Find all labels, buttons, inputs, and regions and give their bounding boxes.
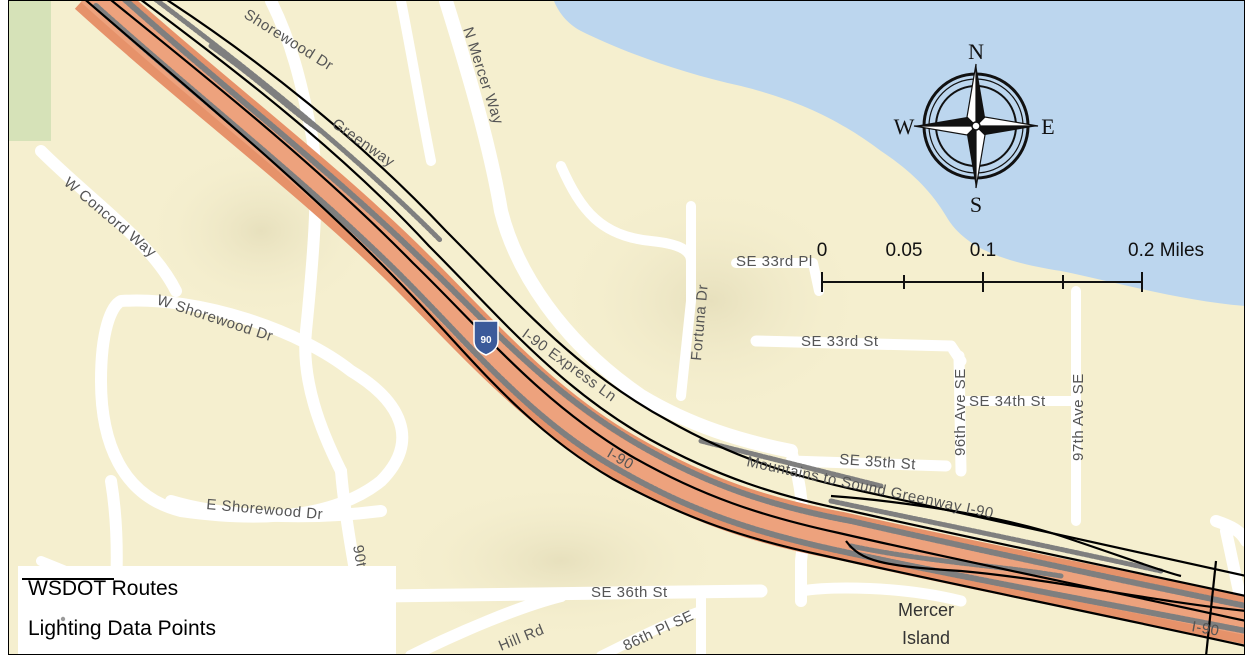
shield-number: 90 — [480, 335, 492, 346]
compass-south: S — [970, 192, 982, 217]
park-area — [9, 1, 51, 141]
compass-north: N — [968, 39, 984, 64]
label-97th-ave-se: 97th Ave SE — [1070, 373, 1087, 461]
map-canvas: 90 Shorewood Dr N Mercer Way W Concord W… — [9, 1, 1244, 654]
compass-east: E — [1041, 114, 1054, 139]
label-i90-right: I-90 — [1190, 618, 1220, 640]
scale-tick-0: 0 — [817, 240, 828, 261]
label-96th-ave-se: 96th Ave SE — [952, 368, 969, 456]
label-se-33rd-st: SE 33rd St — [801, 333, 879, 350]
label-fortuna-dr: Fortuna Dr — [688, 283, 712, 361]
map-legend: WSDOT Routes Lighting Data Points — [18, 566, 396, 654]
compass-west: W — [894, 114, 915, 139]
scale-tick-1: 0.05 — [886, 240, 923, 261]
route-line-symbol — [22, 578, 114, 580]
legend-label-points: Lighting Data Points — [28, 617, 216, 640]
legend-row-routes: WSDOT Routes — [18, 569, 178, 609]
lake-water — [554, 1, 1244, 306]
map-view[interactable]: 90 Shorewood Dr N Mercer Way W Concord W… — [8, 0, 1245, 655]
compass-rose: N S E W — [894, 39, 1055, 217]
legend-row-points: Lighting Data Points — [18, 609, 216, 649]
place-label-line2: Island — [902, 628, 950, 648]
data-point-symbol — [60, 616, 66, 622]
label-se-33rd-pl: SE 33rd Pl — [736, 253, 813, 270]
wsdot-routes — [85, 1, 1244, 654]
label-se-34th-st: SE 34th St — [969, 393, 1046, 410]
label-se-35th-st: SE 35th St — [839, 451, 917, 473]
label-se-36th-st: SE 36th St — [591, 584, 668, 601]
scale-tick-2: 0.1 — [970, 240, 996, 261]
street-network — [35, 1, 1244, 654]
scale-tick-3: 0.2 Miles — [1128, 240, 1204, 261]
place-label-line1: Mercer — [898, 600, 954, 620]
lighting-data-points — [93, 1, 1244, 634]
i90-shield: 90 — [473, 320, 499, 356]
legend-label-routes: WSDOT Routes — [28, 577, 179, 600]
scale-bar: 0 0.05 0.1 0.2 Miles — [817, 240, 1204, 292]
